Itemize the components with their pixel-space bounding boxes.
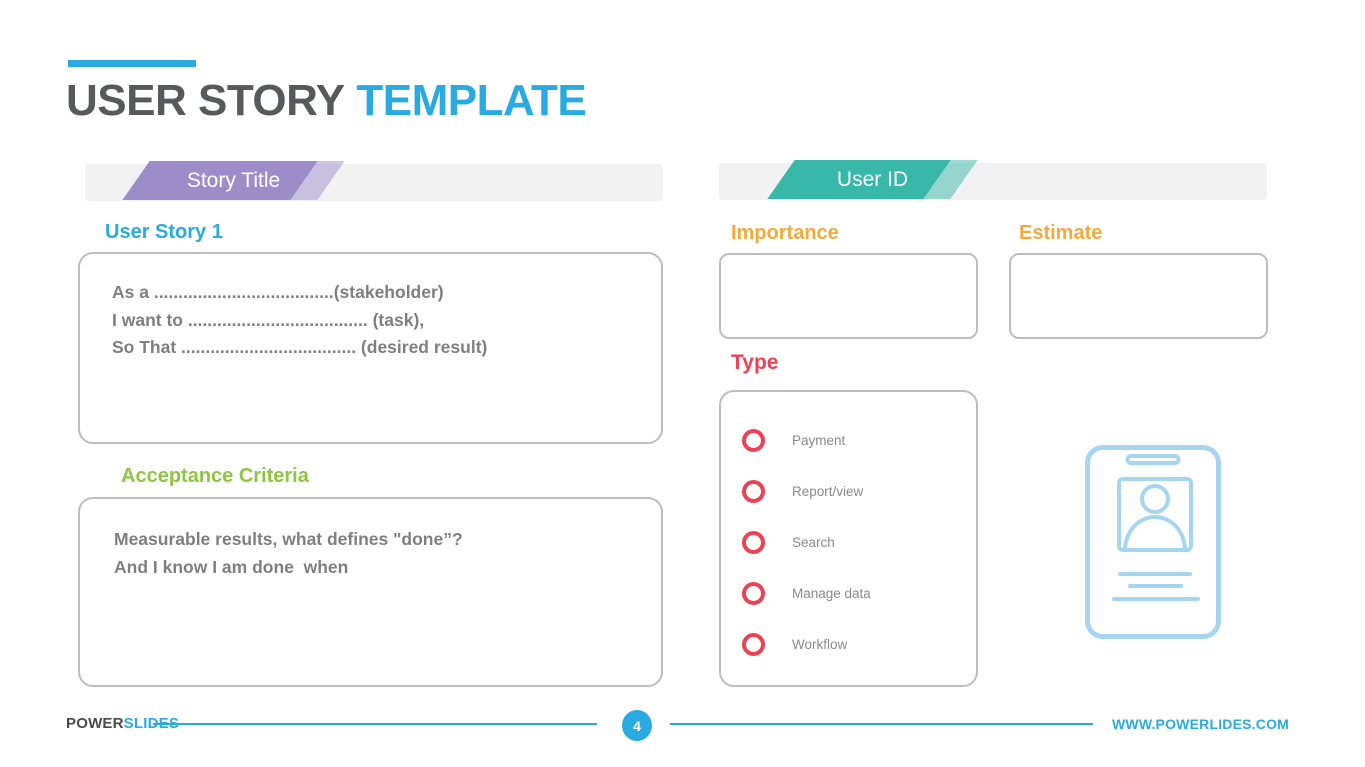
brand-primary: POWER (66, 715, 124, 732)
criteria-line-2: And I know I am done when (114, 556, 349, 577)
page-title-secondary: TEMPLATE (356, 76, 587, 125)
type-options-box: Payment Report/view Search Manage data W… (719, 390, 978, 687)
type-option-label: Report/view (792, 484, 864, 499)
id-card-photo-frame-icon (1117, 477, 1193, 552)
radio-button-icon[interactable] (742, 582, 765, 605)
radio-button-icon[interactable] (742, 531, 765, 554)
id-card-text-line (1118, 572, 1192, 576)
type-option-search[interactable]: Search (742, 531, 976, 554)
acceptance-criteria-box[interactable]: Measurable results, what defines "done”?… (78, 497, 663, 687)
story-line-result: So That ................................… (112, 337, 488, 357)
story-line-stakeholder: As a ...................................… (112, 282, 444, 302)
user-id-banner-label: User ID (836, 168, 909, 191)
type-option-payment[interactable]: Payment (742, 429, 976, 452)
footer-divider-left (153, 723, 597, 725)
radio-button-icon[interactable] (742, 480, 765, 503)
radio-button-icon[interactable] (742, 633, 765, 656)
footer-website-link[interactable]: WWW.POWERLIDES.COM (1112, 716, 1290, 732)
user-id-ribbon: User ID (767, 160, 978, 199)
criteria-line-1: Measurable results, what defines "done”? (114, 529, 463, 549)
type-option-label: Payment (792, 433, 846, 448)
type-option-label: Manage data (792, 586, 871, 601)
importance-input-box[interactable] (719, 253, 978, 339)
id-card-text-line (1112, 597, 1200, 601)
estimate-input-box[interactable] (1009, 253, 1268, 339)
story-line-task: I want to ..............................… (112, 309, 425, 330)
footer-divider-right (670, 723, 1093, 725)
id-card-icon (1085, 445, 1221, 639)
person-shoulders-icon (1123, 515, 1187, 548)
type-option-label: Workflow (792, 637, 848, 652)
page-number-badge: 4 (622, 710, 652, 741)
acceptance-criteria-heading: Acceptance Criteria (121, 465, 309, 487)
footer-brand-logo: POWERSLIDES (66, 715, 179, 732)
estimate-heading: Estimate (1019, 222, 1103, 244)
story-title-banner-label: Story Title (186, 169, 281, 192)
id-card-slot-icon (1125, 454, 1181, 465)
radio-button-icon[interactable] (742, 429, 765, 452)
type-option-report-view[interactable]: Report/view (742, 480, 976, 503)
page-title-primary: USER STORY (66, 76, 345, 125)
person-head-icon (1140, 484, 1170, 514)
page-title: USER STORY TEMPLATE (66, 76, 587, 126)
title-accent-bar (68, 60, 196, 67)
brand-secondary: SLIDES (123, 715, 180, 732)
id-card-text-line (1128, 584, 1183, 588)
story-title-ribbon: Story Title (122, 161, 345, 200)
type-option-workflow[interactable]: Workflow (742, 633, 976, 656)
importance-heading: Importance (731, 222, 839, 244)
user-story-heading: User Story 1 (105, 221, 223, 243)
type-option-manage-data[interactable]: Manage data (742, 582, 976, 605)
user-story-box[interactable]: As a ...................................… (78, 252, 663, 444)
type-option-label: Search (792, 535, 835, 550)
type-heading: Type (731, 351, 779, 374)
